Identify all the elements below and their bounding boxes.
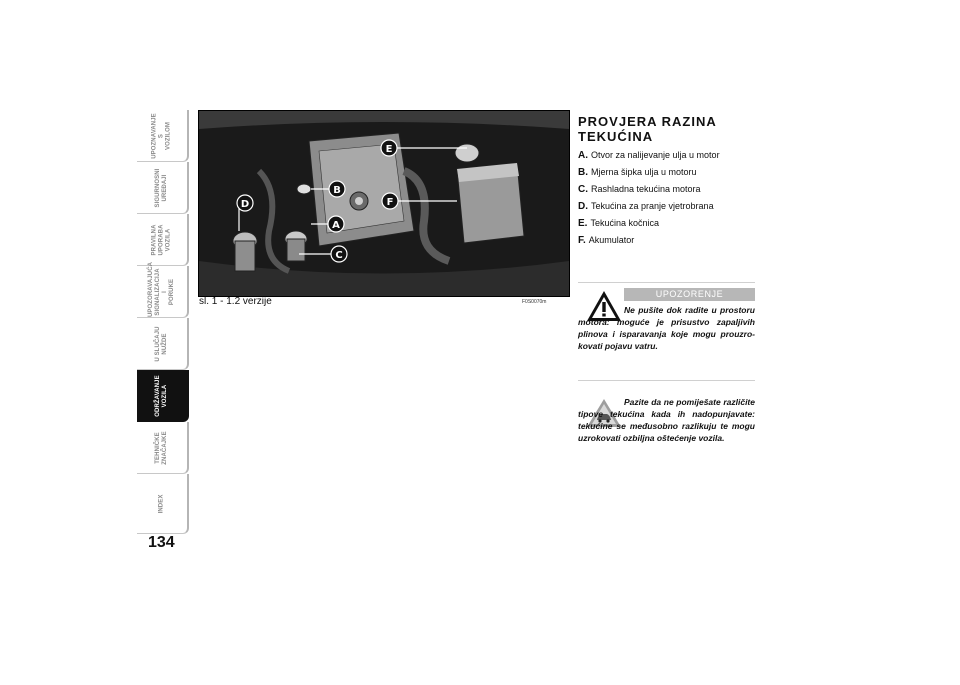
svg-text:B: B <box>333 185 341 196</box>
tab-upozoravajuca-signalizacija[interactable]: UPOZORAVAJUĆA SIGNALIZACIJA I PORUKE <box>137 261 189 318</box>
list-item: F.Akumulator <box>578 235 635 246</box>
svg-text:F: F <box>387 197 394 208</box>
tab-u-slucaju-nuzde[interactable]: U SLUČAJU NUŽDE <box>137 318 189 370</box>
list-item: E.Tekućina kočnica <box>578 218 659 229</box>
warning-text: Ne pušite dok radite u prostoru motora: … <box>578 305 755 351</box>
tab-tehnicke-znacajke[interactable]: TEHNIČKE ZNAČAJKE <box>137 422 189 474</box>
page-number: 134 <box>148 534 175 551</box>
marker-c: C <box>330 245 348 263</box>
figure-caption: sl. 1 - 1.2 verzije <box>199 296 272 307</box>
marker-b: B <box>328 180 346 198</box>
engine-bay-illustration: E B F D A C <box>199 111 569 296</box>
engine-bay-figure: E B F D A C <box>198 110 570 297</box>
tab-pravilna-uporaba[interactable]: PRAVILNA UPORABA VOZILA <box>137 214 189 266</box>
svg-text:D: D <box>241 199 249 210</box>
marker-e: E <box>380 139 398 157</box>
tab-odrzavanje-vozila[interactable]: ODRŽAVANJE VOZILA <box>137 370 189 422</box>
tab-index[interactable]: INDEX <box>137 474 189 534</box>
warning-heading: UPOZORENJE <box>624 288 755 301</box>
marker-a: A <box>327 215 345 233</box>
section-title: PROVJERA RAZINA TEKUĆINA <box>578 114 717 144</box>
tab-sigurnosni-uredaji[interactable]: SIGURNOSNI UREĐAJI <box>137 162 189 214</box>
marker-d: D <box>236 194 254 212</box>
car-caution-icon <box>587 399 621 427</box>
figure-code: F0S0070m <box>522 299 547 305</box>
list-item: C.Rashladna tekućina motora <box>578 184 701 195</box>
svg-text:E: E <box>386 144 393 155</box>
list-item: B.Mjerna šipka ulja u motoru <box>578 167 697 178</box>
svg-text:A: A <box>332 220 340 231</box>
list-item: A.Otvor za nalijevanje ulja u motor <box>578 150 720 161</box>
warning-triangle-icon <box>587 291 621 321</box>
caution-text: Pazite da ne pomiješate različite tipove… <box>578 397 755 443</box>
divider <box>578 282 755 283</box>
list-item: D.Tekućina za pranje vjetrobrana <box>578 201 714 212</box>
tab-upoznavanje-s-vozilom[interactable]: UPOZNAVANJE S VOZILOM <box>137 110 189 162</box>
marker-f: F <box>381 192 399 210</box>
svg-text:C: C <box>335 250 342 261</box>
divider <box>578 380 755 381</box>
